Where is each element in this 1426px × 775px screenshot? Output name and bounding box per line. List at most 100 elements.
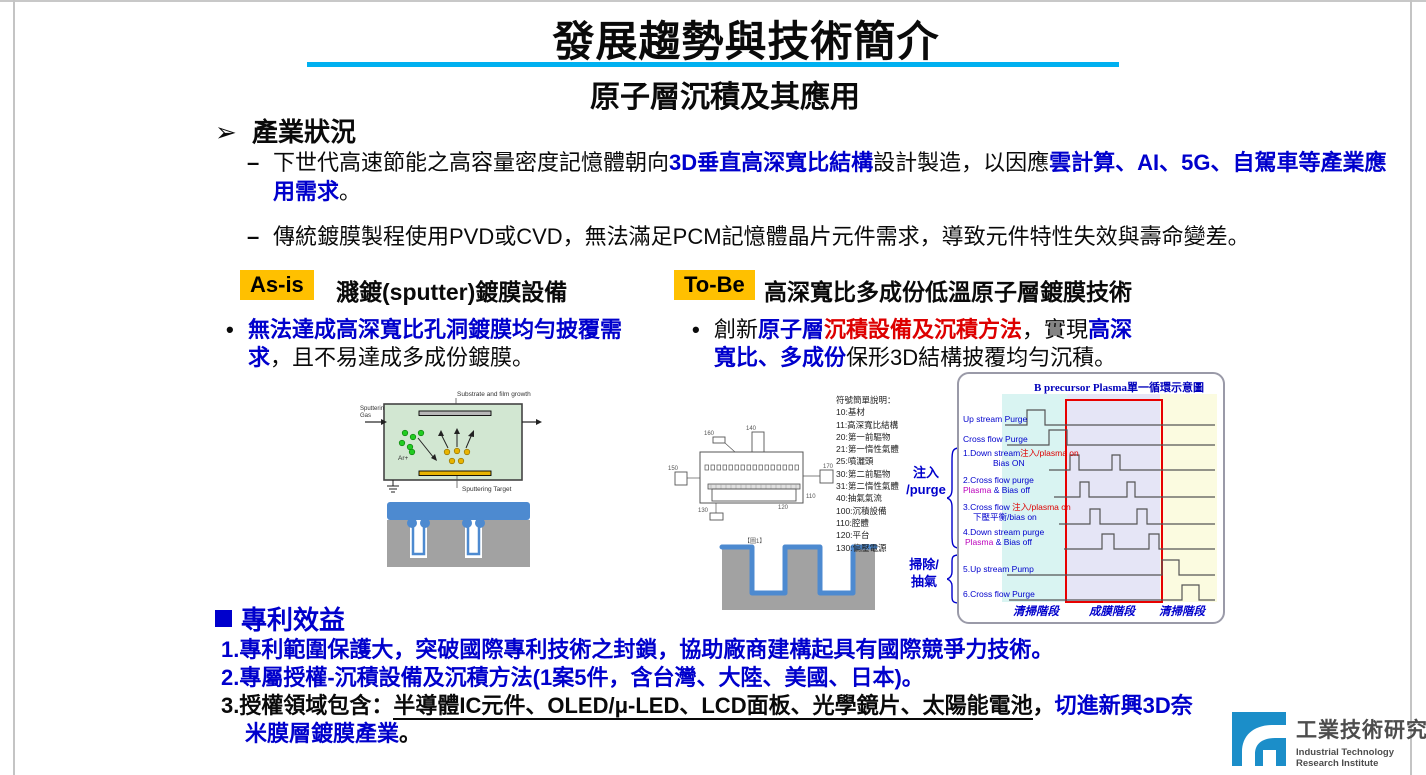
substrate-label: Substrate and film growth (457, 391, 531, 398)
page-subtitle: 原子層沉積及其應用 (590, 81, 860, 114)
sputter-chamber (383, 403, 523, 481)
ref-140: 140 (746, 426, 757, 432)
asis-label: 濺鍍(sputter)鍍膜設備 (336, 279, 568, 305)
asis-point: • 無法達成高深寬比孔洞鍍膜均勻披覆需求，且不易達成多成份鍍膜。 (226, 316, 638, 372)
tobe-point-red: 沉積設備及沉積方法 (824, 317, 1023, 342)
film-phase-bg (1067, 394, 1160, 602)
dash-bullet-icon: – (247, 150, 260, 175)
legend-item: 110:腔體 (836, 517, 869, 528)
legend-item: 40:抽氣氣流 (836, 493, 882, 504)
asis-tag: As-is (240, 270, 314, 300)
itri-zh: 工業技術研究院 (1296, 719, 1426, 742)
row4-magenta: Plasma (963, 485, 992, 495)
row5-red: 注入/plasma on (1012, 502, 1071, 512)
sweep-label-line1: 掃除/ (909, 557, 939, 572)
industry-bullet-1: – 下世代高速節能之高容量密度記憶體朝向3D垂直高深寬比結構設計製造，以因應雲計… (247, 148, 1387, 206)
tobe-point-blue2: 高深寬比、多成份 (714, 317, 1133, 370)
ar-label: Ar+ (398, 455, 409, 462)
asis-point-blue: 無法達成高深寬比孔洞鍍膜均勻披覆需求 (248, 317, 623, 370)
bullet1-highlight-blue2: 雲計算、AI、5G、自駕車等產業應用需求 (273, 150, 1387, 205)
waveforms (1005, 409, 1215, 601)
sputter-figure: Substrate and film growth Sputtering Gas (360, 388, 560, 580)
row4-blue: & Bias off (991, 485, 1030, 495)
item3-comma: ， (1032, 693, 1055, 718)
ald-cycle-timing-chart: B precursor Plasma單一循環示意圖 Up stream Purg… (957, 372, 1225, 624)
figure-caption: 【圖1】 (744, 538, 765, 545)
itri-logo-text: 工業技術研究院 Industrial Technology Research I… (1296, 714, 1426, 769)
patent-item-1: 1.專利範圍保護大，突破國際專利技術之封鎖，協助廠商建構起具有國際競爭力技術。 (221, 637, 1054, 662)
legend-item: 31:第二惰性氣體 (836, 481, 899, 492)
legend-item: 10:基材 (836, 407, 865, 418)
tobe-label: 高深寬比多成份低溫原子層鍍膜技術 (764, 279, 1132, 305)
item3-blue: 切進新興3D奈米膜層鍍膜產業 (245, 693, 1193, 746)
purge-phase-bg-left (1002, 394, 1067, 602)
phase-label-clean-2: 清掃階段 (1159, 606, 1205, 618)
tobe-point-blue1: 原子層 (758, 317, 825, 342)
sputtered-atoms (443, 447, 471, 465)
itri-logo: 工業技術研究院 Industrial Technology Research I… (1232, 710, 1426, 769)
row3-blue: 1.Down stream (963, 448, 1021, 458)
dash-bullet-icon: – (247, 224, 260, 249)
gas-label-1: Sputtering (360, 406, 387, 412)
legend-item: 120:平台 (836, 530, 870, 541)
industry-heading-label: 產業狀況 (252, 117, 357, 147)
legend-item: 100:沉積設備 (836, 505, 887, 516)
tobe-point-t3: 保形3D結構披覆均勻沉積。 (846, 344, 1117, 370)
left-border (13, 0, 15, 775)
timing-row-4-label2: Plasma & Bias off (963, 485, 1030, 495)
timing-row-3-label2: Bias ON (993, 458, 1025, 468)
title-underline (307, 62, 1119, 67)
ref-150: 150 (668, 466, 679, 472)
right-border (1410, 0, 1412, 775)
legend-item: 21:第一惰性氣體 (836, 444, 899, 455)
tobe-point-t2: ，實現 (1022, 317, 1089, 342)
target-label: Sputtering Target (462, 486, 512, 493)
timing-title: B precursor Plasma單一循環示意圖 (1033, 382, 1205, 394)
nonconformal-trench (387, 502, 530, 567)
dot-bullet-icon: • (692, 317, 700, 342)
tobe-point-t1: 創新 (714, 317, 759, 342)
item3-period: 。 (399, 721, 422, 746)
inject-brace (944, 447, 961, 554)
bullet1-highlight-blue: 3D垂直高深寬比結構 (669, 150, 874, 175)
industry-bullet-2: – 傳統鍍膜製程使用PVD或CVD，無法滿足PCM記憶體晶片元件需求，導致元件特… (247, 222, 1387, 251)
legend-item: 25:噴灑頭 (836, 456, 874, 467)
conformal-trench (719, 544, 878, 610)
arrow-bullet-icon: ➢ (215, 117, 237, 147)
ref-120: 120 (778, 505, 789, 511)
target-bar (418, 470, 492, 476)
sputter-diagram: Substrate and film growth Sputtering Gas (360, 391, 542, 567)
showerhead (704, 464, 799, 471)
legend-title: 符號簡單說明： (836, 395, 896, 405)
ref-170: 170 (823, 464, 834, 470)
timing-row-3-label: 1.Down stream注入/plasma on (963, 448, 1079, 458)
ald-schematic: 140 160 150 170 130 110 120 【圖1】 (668, 426, 878, 610)
row6-magenta: Plasma (965, 537, 994, 547)
ref-110: 110 (806, 494, 816, 500)
sweep-label-line2: 抽氣 (910, 574, 937, 589)
substrate-bar (418, 410, 492, 416)
timing-row-5-label2: 下壓平衡/bias on (973, 512, 1037, 522)
itri-logo-mark (1232, 712, 1286, 766)
tobe-tag: To-Be (674, 270, 755, 300)
purge-phase-bg-right (1160, 394, 1217, 602)
row6-blue: & Bias off (993, 537, 1032, 547)
film-phase-highlight-box (1065, 399, 1163, 603)
phase-label-clean-1: 清掃階段 (1013, 606, 1059, 618)
itri-en-2: Research Institute (1296, 758, 1379, 769)
inject-label-line2: /purge (906, 482, 946, 497)
itri-en-1: Industrial Technology (1296, 747, 1394, 758)
legend-item: 130:偏壓電源 (836, 542, 887, 553)
page-title: 發展趨勢與技術簡介 (552, 18, 940, 65)
timing-row-6-label: 4.Down stream purge (963, 527, 1045, 537)
argon-ions (398, 429, 425, 456)
timing-row-8-label: 6.Cross flow Purge (963, 589, 1035, 599)
timing-row-2-label: Cross flow Purge (963, 434, 1028, 444)
timing-row-7-label: 5.Up stream Pump (963, 564, 1034, 574)
bullet1-text: 下世代高速節能之高容量密度記憶體朝向 (273, 150, 670, 175)
ref-160: 160 (704, 431, 715, 437)
inject-label-line1: 注入 (912, 465, 939, 480)
item3-underlined-fields: 半導體IC元件、OLED/μ-LED、LCD面板、光學鏡片、太陽能電池 (393, 693, 1033, 720)
sweep-brace (944, 554, 961, 609)
row3-red: 注入/plasma on (1020, 448, 1079, 458)
